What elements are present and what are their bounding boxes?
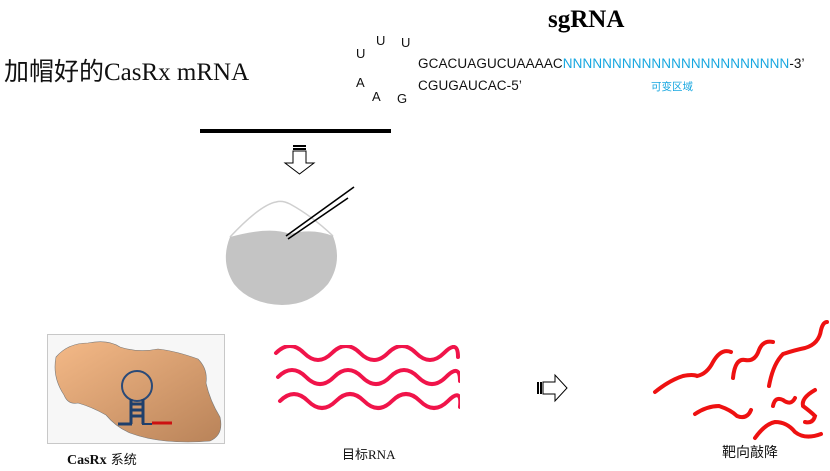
casrx-label-cn: 系统: [106, 453, 137, 468]
sgrna-variable-sequence: NNNNNNNNNNNNNNNNNNNNNNN: [562, 56, 790, 71]
casrx-system-label: CasRx 系统: [67, 449, 137, 469]
rna-fragment: [731, 339, 775, 380]
rna-fragment: [771, 396, 797, 408]
target-label-en: RNA: [368, 447, 396, 462]
sgrna-fixed-sequence: GCACUAGUCUAAAAC: [418, 56, 563, 71]
right-arrow-icon: [537, 373, 568, 403]
target-rna-strand: [278, 392, 460, 410]
loop-base: A: [356, 75, 365, 90]
rna-fragment: [693, 403, 753, 420]
loop-base: G: [397, 91, 408, 106]
casrx-label-en: CasRx: [67, 453, 107, 468]
sgrna-title: sgRNA: [548, 6, 625, 33]
target-label-cn: 目标: [342, 448, 369, 463]
combine-bar: [200, 129, 391, 133]
rna-fragment: [753, 419, 823, 440]
rna-fragment: [653, 349, 733, 394]
loop-base: A: [372, 89, 381, 104]
casrx-system-panel: [47, 334, 225, 444]
loop-base: U: [356, 46, 366, 61]
target-rna-strand: [274, 345, 460, 362]
rna-fragment: [800, 388, 818, 425]
cleaved-rna-illustration: [653, 320, 829, 440]
loop-base: U: [376, 33, 386, 48]
capped-casrx-mrna-title: 加帽好的CasRx mRNA: [4, 59, 250, 86]
sgrna-3prime-end: -3’: [789, 56, 805, 71]
variable-region-label: 可变区域: [651, 81, 693, 93]
casrx-protein-illustration: [54, 341, 222, 443]
target-rna-illustration: [274, 345, 460, 410]
targeted-knockdown-label: 靶向敲降: [722, 445, 778, 461]
down-arrow-icon: [283, 145, 316, 175]
target-rna-label: 目标RNA: [342, 444, 395, 463]
loop-base: U: [401, 35, 411, 50]
microinjection-icon: [225, 186, 355, 305]
sgrna-bottom-strand: CGUGAUCAC-5’: [418, 78, 522, 93]
rna-fragment: [767, 320, 829, 388]
target-rna-strand: [276, 368, 460, 386]
sgrna-top-strand: GCACUAGUCUAAAACNNNNNNNNNNNNNNNNNNNNNNN-3…: [418, 56, 805, 71]
